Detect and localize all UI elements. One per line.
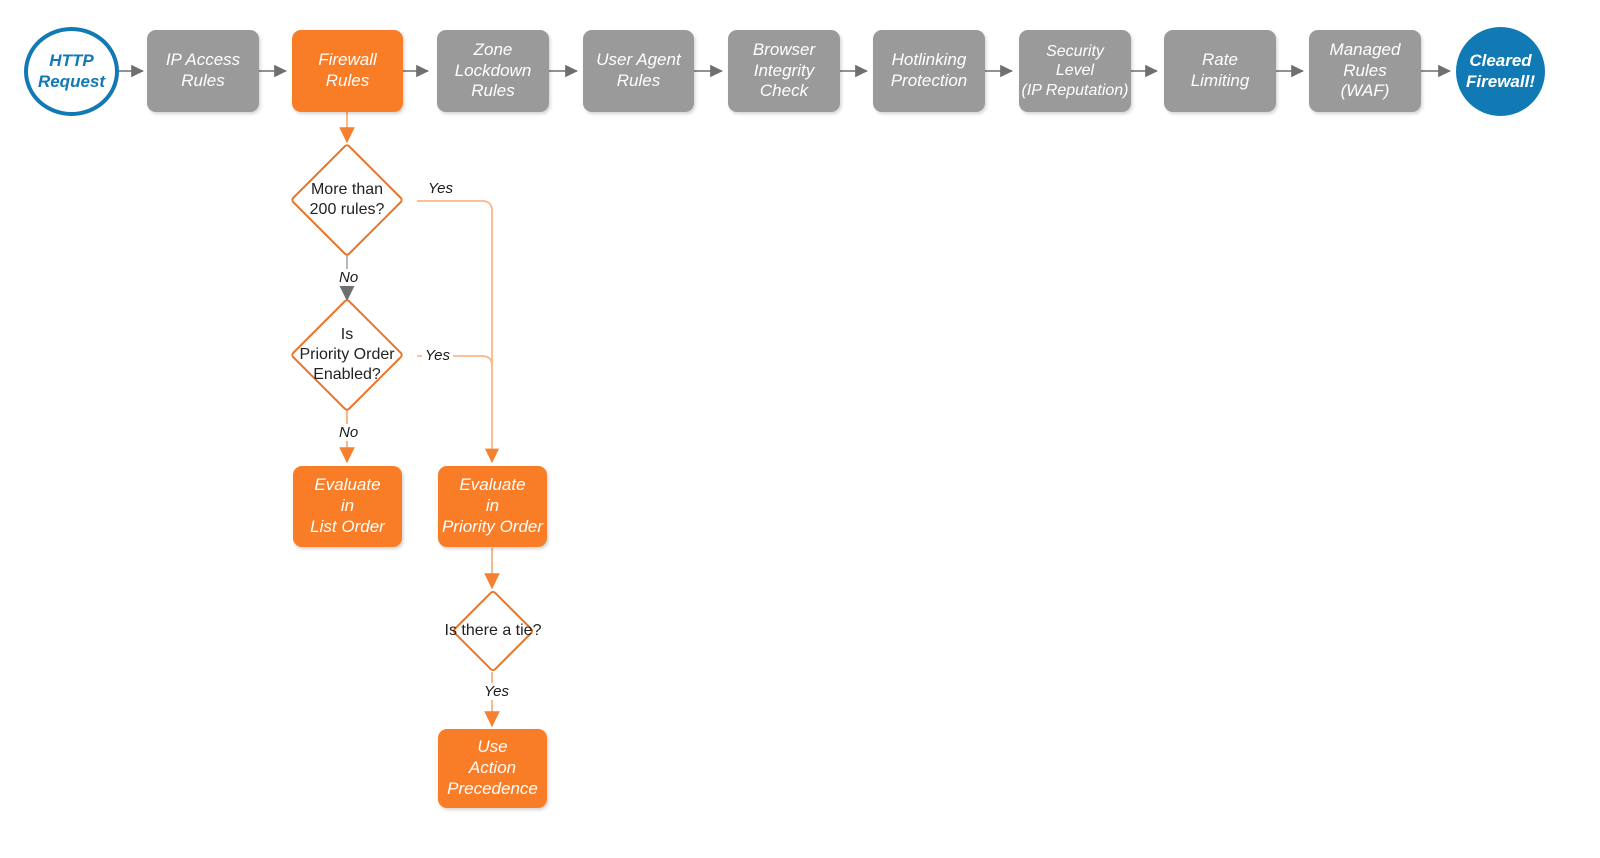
- edge-label-priority-no: No: [336, 424, 362, 441]
- node-firewall-rules-label: Firewall Rules: [318, 50, 377, 90]
- node-http-request-label: HTTP Request: [37, 50, 106, 91]
- node-http-request[interactable]: HTTP Request: [24, 27, 119, 116]
- node-rate-limiting-label: Rate Limiting: [1190, 50, 1250, 90]
- decision-is-there-a-tie-label: Is there a tie?: [444, 622, 542, 639]
- node-browser-integrity-check[interactable]: Browser Integrity Check: [728, 30, 840, 112]
- node-rate-limiting[interactable]: Rate Limiting: [1164, 30, 1276, 112]
- decision-priority-order-enabled-label: Is Priority Order Enabled?: [299, 326, 395, 383]
- edge-label-rules-no: No: [336, 269, 362, 286]
- decision-priority-order-enabled[interactable]: Is Priority Order Enabled?: [277, 297, 417, 413]
- node-cleared-firewall-label: Cleared Firewall!: [1466, 50, 1535, 91]
- edge-decision200-yes: [417, 200, 500, 464]
- node-use-action-precedence[interactable]: Use Action Precedence: [438, 729, 547, 808]
- edge-label-rules-yes: Yes: [425, 180, 457, 197]
- node-firewall-rules[interactable]: Firewall Rules: [292, 30, 403, 112]
- node-evaluate-in-priority-order-label: Evaluate in Priority Order: [441, 475, 544, 536]
- node-ip-access-rules[interactable]: IP Access Rules: [147, 30, 259, 112]
- node-hotlinking-protection[interactable]: Hotlinking Protection: [873, 30, 985, 112]
- node-hotlinking-protection-label: Hotlinking Protection: [890, 50, 968, 90]
- edge-label-tie-yes: Yes: [481, 683, 513, 700]
- node-security-level[interactable]: Security Level (IP Reputation): [1019, 30, 1131, 112]
- node-cleared-firewall[interactable]: Cleared Firewall!: [1456, 27, 1545, 116]
- node-managed-rules-waf-label: Managed Rules (WAF): [1329, 39, 1401, 101]
- node-managed-rules-waf[interactable]: Managed Rules (WAF): [1309, 30, 1421, 112]
- decision-more-than-200-rules[interactable]: More than 200 rules?: [277, 142, 417, 258]
- node-evaluate-in-list-order-label: Evaluate in List Order: [310, 475, 385, 536]
- node-evaluate-in-priority-order[interactable]: Evaluate in Priority Order: [438, 466, 547, 547]
- node-use-action-precedence-label: Use Action Precedence: [447, 737, 538, 798]
- node-browser-integrity-check-label: Browser Integrity Check: [752, 39, 816, 101]
- decision-is-there-a-tie[interactable]: Is there a tie?: [423, 589, 563, 673]
- node-user-agent-rules[interactable]: User Agent Rules: [583, 30, 694, 112]
- node-ip-access-rules-label: IP Access Rules: [165, 50, 241, 90]
- node-user-agent-rules-label: User Agent Rules: [596, 50, 681, 90]
- decision-more-than-200-rules-label: More than 200 rules?: [309, 181, 385, 218]
- edge-label-priority-yes: Yes: [422, 347, 454, 364]
- node-security-level-label: Security Level (IP Reputation): [1021, 42, 1129, 99]
- node-zone-lockdown-rules-label: Zone Lockdown Rules: [454, 39, 532, 101]
- node-evaluate-in-list-order[interactable]: Evaluate in List Order: [293, 466, 402, 547]
- node-zone-lockdown-rules[interactable]: Zone Lockdown Rules: [437, 30, 549, 112]
